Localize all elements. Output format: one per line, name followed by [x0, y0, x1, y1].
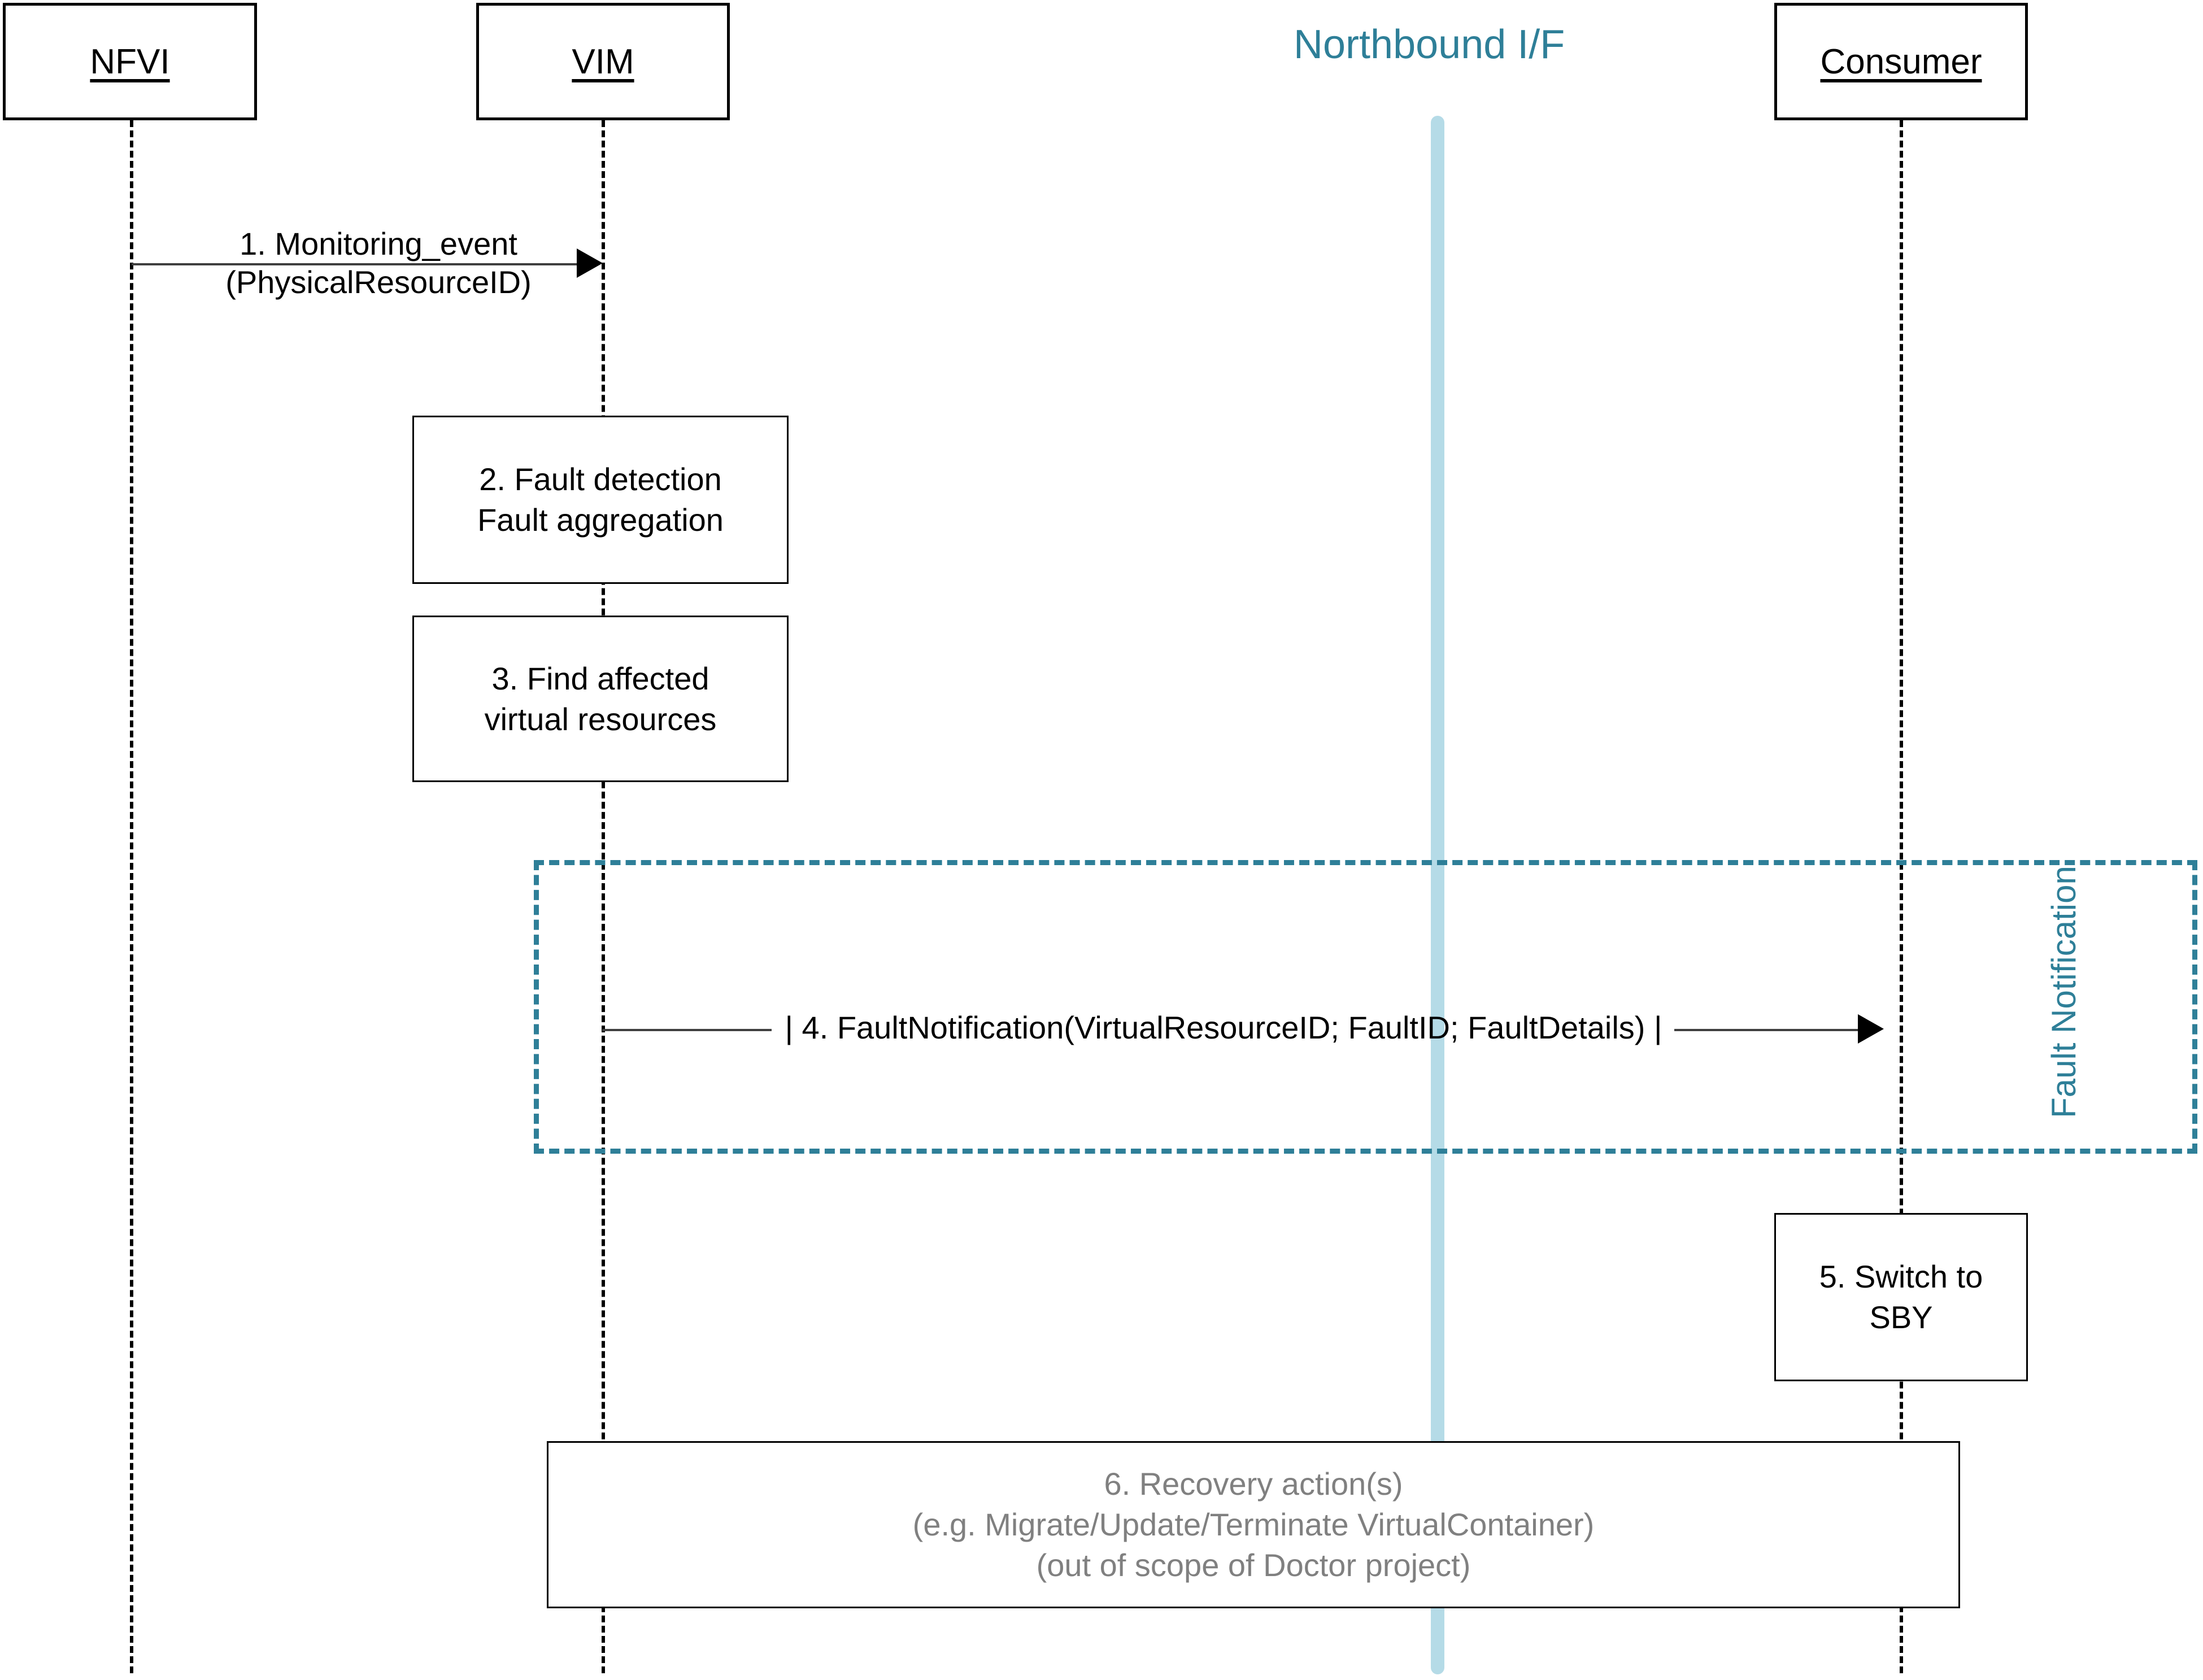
action-box-step-6-line-2: (e.g. Migrate/Update/Terminate VirtualCo…: [912, 1507, 1595, 1543]
message-label-1-line-2: (PhysicalResourceID): [225, 264, 532, 300]
participant-label-nfvi: NFVI: [90, 42, 170, 81]
fragment-label-line-2: Notification: [2045, 866, 2083, 1033]
message-label-4: | 4. FaultNotification(VirtualResourceID…: [772, 1009, 1675, 1047]
fragment-label-line-1: Fault: [2045, 1042, 2083, 1118]
action-box-step-3[interactable]: 3. Find affected virtual resources: [412, 616, 789, 782]
message-arrowhead-1: [577, 248, 603, 278]
action-box-step-5[interactable]: 5. Switch to SBY: [1774, 1213, 2028, 1381]
action-box-step-2-line-1: 2. Fault detection: [479, 461, 722, 498]
lifeline-consumer: [1900, 120, 1903, 1673]
participant-label-consumer: Consumer: [1820, 42, 1982, 81]
action-box-step-6-line-1: 6. Recovery action(s): [1104, 1466, 1403, 1502]
participant-box-consumer[interactable]: Consumer: [1774, 3, 2028, 120]
message-line-1: [132, 263, 584, 265]
message-label-1-line-1: 1. Monitoring_event: [240, 226, 517, 261]
action-box-step-2[interactable]: 2. Fault detection Fault aggregation: [412, 416, 789, 584]
message-label-1: 1. Monitoring_event (PhysicalResourceID): [203, 225, 554, 302]
action-box-step-3-line-1: 3. Find affected: [491, 660, 709, 696]
action-box-step-5-line-1: 5. Switch to: [1819, 1259, 1983, 1295]
action-box-step-5-line-2: SBY: [1869, 1299, 1933, 1335]
action-box-step-3-line-2: virtual resources: [484, 701, 717, 737]
message-arrowhead-4: [1858, 1014, 1884, 1044]
northbound-interface-title: Northbound I/F: [1294, 22, 1565, 67]
message-line-4-right: [1674, 1029, 1861, 1031]
lifeline-vim: [602, 120, 605, 1673]
message-line-4-left: [602, 1029, 772, 1031]
participant-label-vim: VIM: [572, 42, 634, 81]
fragment-label-fault-notification: Fault Notification: [2045, 866, 2083, 1118]
participant-box-nfvi[interactable]: NFVI: [3, 3, 257, 120]
fragment-fault-notification: [534, 860, 2197, 1154]
action-box-step-6[interactable]: 6. Recovery action(s) (e.g. Migrate/Upda…: [547, 1441, 1960, 1608]
northbound-interface-bar: [1431, 116, 1444, 1674]
lifeline-nfvi: [130, 120, 133, 1673]
action-box-step-6-line-3: (out of scope of Doctor project): [1036, 1547, 1471, 1583]
message-label-4-line-1: | 4. FaultNotification(VirtualResourceID…: [785, 1010, 1662, 1045]
action-box-step-2-line-2: Fault aggregation: [477, 502, 724, 538]
participant-box-vim[interactable]: VIM: [476, 3, 730, 120]
